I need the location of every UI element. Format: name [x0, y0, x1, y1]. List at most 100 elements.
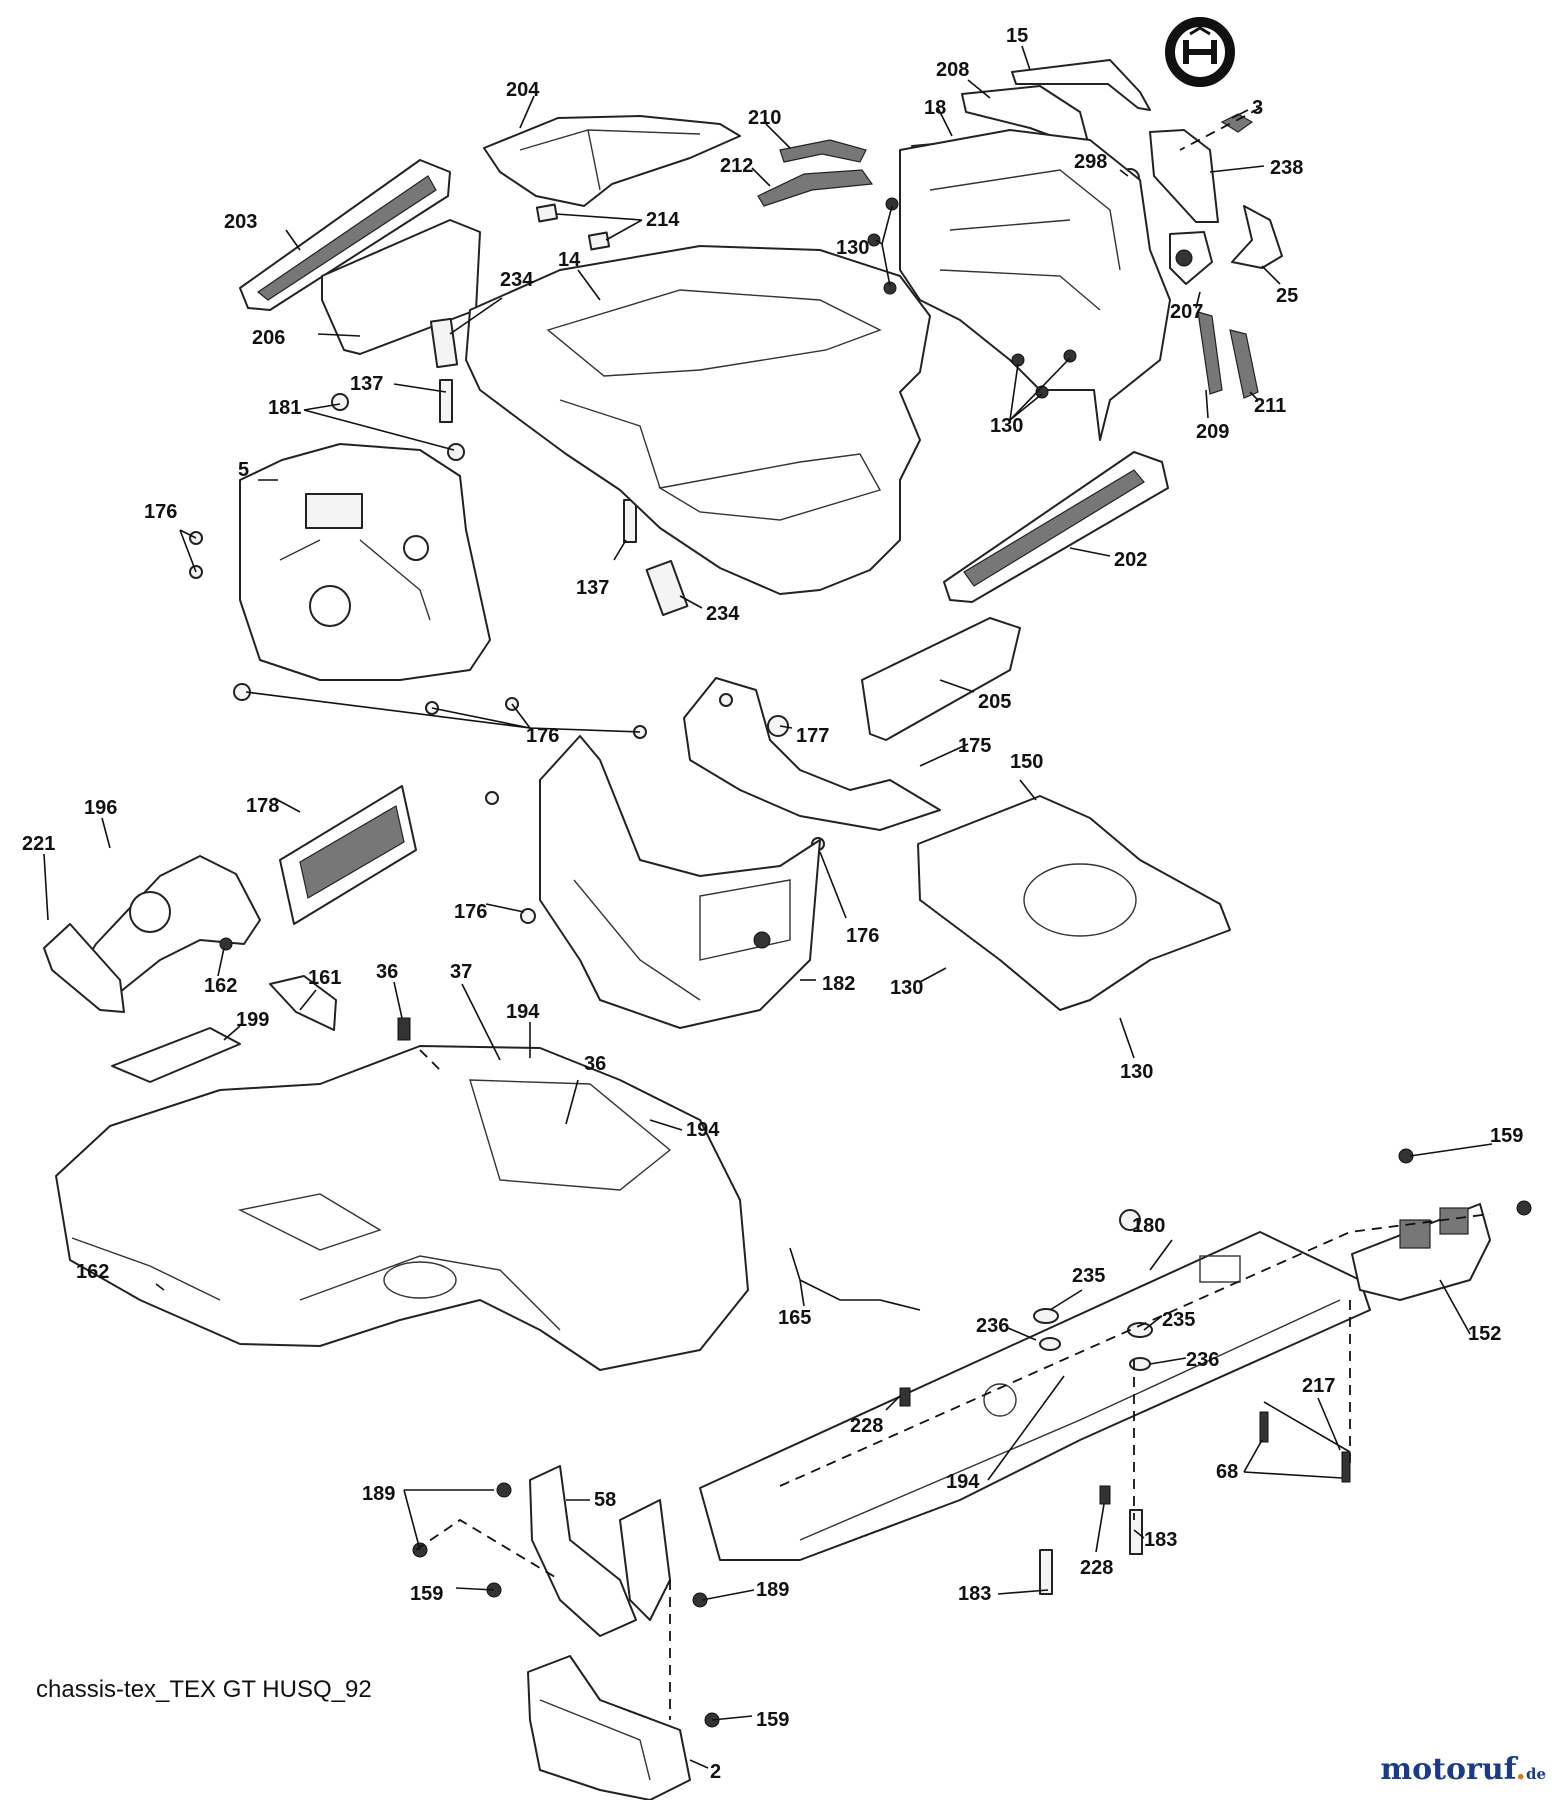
callout-207: 207: [1170, 301, 1203, 323]
part-165-rod: [789, 1247, 921, 1311]
part-203-front-grille: [239, 159, 451, 311]
part-5-dash-panel: [239, 443, 491, 681]
callout-194-lower: 194: [946, 1471, 980, 1493]
callout-202: 202: [1114, 549, 1147, 571]
callout-159-right: 159: [1490, 1125, 1523, 1147]
part-235-236-bushings: [1033, 1308, 1153, 1371]
part-181-grommet-b: [447, 443, 465, 461]
callout-150: 150: [1010, 751, 1043, 773]
callout-159-bottom: 159: [756, 1709, 789, 1731]
callout-182: 182: [822, 973, 855, 995]
callout-212: 212: [720, 155, 753, 177]
callout-130-lower: 130: [890, 977, 923, 999]
callout-189-right: 189: [756, 1579, 789, 1601]
callout-176-lower-left: 176: [454, 901, 487, 923]
callout-235-lower: 235: [1162, 1309, 1195, 1331]
callout-236-upper: 236: [976, 1315, 1009, 1337]
callout-176-left: 176: [144, 501, 177, 523]
part-137-strip-upper: [439, 379, 453, 423]
callout-130-mid: 130: [990, 415, 1023, 437]
part-210-grille: [779, 139, 867, 163]
callout-176-lower-right: 176: [846, 925, 879, 947]
part-180-frame: [699, 1231, 1371, 1561]
callout-180: 180: [1132, 1215, 1165, 1237]
part-212-grille: [757, 169, 874, 207]
callout-177: 177: [796, 725, 829, 747]
callout-36-upper: 36: [376, 961, 398, 983]
dashed-line-7: [419, 1049, 441, 1071]
part-14-hood: [465, 245, 931, 595]
watermark-logo: motoruf.de: [1380, 1752, 1546, 1787]
callout-36-lower: 36: [584, 1053, 606, 1075]
callout-209: 209: [1196, 421, 1229, 443]
part-137-strip-lower: [623, 499, 637, 543]
callout-211: 211: [1254, 395, 1286, 417]
part-150-lower-cover: [917, 795, 1231, 1011]
callout-161: 161: [308, 967, 341, 989]
callout-199: 199: [236, 1009, 269, 1031]
brand-logo-badge: [1165, 17, 1235, 87]
part-181-grommet-a: [331, 393, 349, 411]
callout-234-lower: 234: [706, 603, 740, 625]
callout-137-top: 137: [350, 373, 383, 395]
part-214-clips: [535, 203, 611, 251]
part-frame-hardware: [412, 1148, 1532, 1728]
callout-176-center: 176: [526, 725, 559, 747]
callout-25: 25: [1276, 285, 1298, 307]
part-205-cover: [861, 617, 1021, 741]
callout-175: 175: [958, 735, 991, 757]
callout-2: 2: [710, 1761, 721, 1783]
callout-162-upper: 162: [204, 975, 237, 997]
callout-5: 5: [238, 459, 249, 481]
callout-178: 178: [246, 795, 279, 817]
callout-159-left: 159: [410, 1583, 443, 1605]
leader-lines: [43, 45, 1493, 1769]
callout-236-lower: 236: [1186, 1349, 1219, 1371]
callout-210: 210: [748, 107, 781, 129]
dashed-line-3: [415, 1518, 561, 1581]
dashed-line-1: [1179, 107, 1261, 151]
callout-152: 152: [1468, 1323, 1501, 1345]
part-58-bracket: [529, 1465, 671, 1637]
part-209-grille: [1197, 311, 1223, 395]
watermark-tld: de: [1525, 1765, 1546, 1783]
callout-15: 15: [1006, 25, 1028, 47]
part-2-bracket: [527, 1655, 691, 1800]
part-162-bolt-upper: [219, 937, 233, 951]
part-196-cover: [79, 855, 261, 1001]
callout-203: 203: [224, 211, 257, 233]
callout-37: 37: [450, 961, 472, 983]
callout-206: 206: [252, 327, 285, 349]
callout-130-top: 130: [836, 237, 869, 259]
callout-228-right: 228: [1080, 1557, 1113, 1579]
watermark-dot: .: [1515, 1752, 1526, 1787]
watermark-main: motoruf: [1380, 1752, 1516, 1787]
part-238-panel: [1149, 129, 1219, 223]
callout-183-right: 183: [1144, 1529, 1177, 1551]
callout-130-bottom: 130: [1120, 1061, 1153, 1083]
part-37-fender: [55, 1045, 749, 1371]
callout-228-left: 228: [850, 1415, 883, 1437]
part-207-headlight: [1169, 231, 1213, 285]
part-177-nut: [767, 715, 789, 737]
dashed-line-2: [779, 1213, 1491, 1487]
callout-234-top: 234: [500, 269, 534, 291]
part-234-pad-upper: [429, 317, 459, 369]
part-221-side: [43, 923, 125, 1013]
callout-221: 221: [22, 833, 55, 855]
part-3-emblem: [1220, 113, 1254, 133]
callout-204: 204: [506, 79, 540, 101]
callout-205: 205: [978, 691, 1011, 713]
part-25-cap: [1231, 205, 1283, 269]
callout-208: 208: [936, 59, 969, 81]
part-199-plate: [111, 1027, 241, 1083]
part-15-trim: [1011, 59, 1151, 111]
callout-18: 18: [924, 97, 946, 119]
parts-artwork: [43, 17, 1532, 1800]
callout-68: 68: [1216, 1461, 1238, 1483]
callout-196: 196: [84, 797, 117, 819]
callout-14: 14: [558, 249, 581, 271]
callout-238: 238: [1270, 157, 1303, 179]
callout-298: 298: [1074, 151, 1107, 173]
